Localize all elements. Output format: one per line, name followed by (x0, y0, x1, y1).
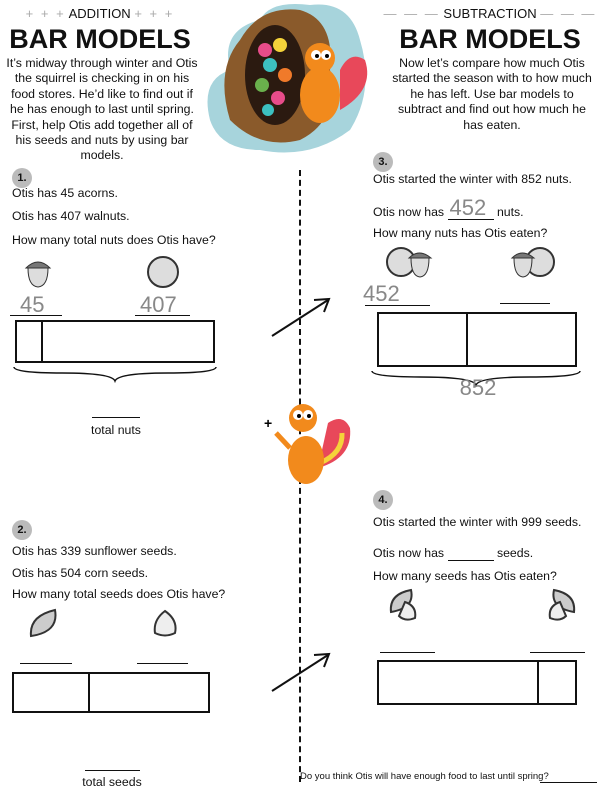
seeds-icon (389, 588, 417, 621)
subtraction-kicker: — — — SUBTRACTION — — — (380, 6, 600, 21)
remaining-nuts-value: 452 (449, 195, 487, 220)
plus-decoration: + + + (25, 6, 66, 21)
problem-1-badge: 1. (12, 168, 32, 188)
arrow-icon (271, 297, 331, 337)
problem-2-line: Otis has 339 sunflower seeds. (12, 544, 177, 558)
text: Otis now has (373, 546, 445, 560)
text: seeds. (496, 546, 534, 560)
minus-decoration: — — — (540, 6, 597, 21)
addition-title: BAR MODELS (9, 24, 191, 54)
remaining-value: 452 (363, 281, 400, 306)
addition-intro: It’s midway through winter and Otis the … (6, 56, 198, 163)
svg-text:+: + (264, 415, 272, 431)
answer-blank[interactable] (137, 663, 188, 664)
total-seeds-blank[interactable] (85, 770, 140, 771)
squirrel-tree-illustration (207, 4, 368, 153)
total-value: 852 (459, 375, 497, 400)
brace (13, 366, 217, 383)
problem-4-badge: 4. (373, 490, 393, 510)
answer-blank[interactable] (135, 315, 190, 316)
answer-blank[interactable] (500, 303, 550, 304)
nuts-icon (386, 247, 433, 278)
subtraction-intro: Now let’s compare how much Otis started … (392, 56, 592, 132)
problem-3-line: Otis started the winter with 852 nuts. (373, 172, 572, 186)
text: Otis now has (373, 205, 445, 219)
problem-3-line: Otis now has 452 nuts. (373, 195, 524, 220)
final-question: Do you think Otis will have enough food … (300, 771, 549, 782)
problem-4-line: Otis now has seeds. (373, 546, 533, 561)
subtraction-label: SUBTRACTION (443, 6, 537, 21)
answer-blank[interactable] (380, 652, 435, 653)
squirrel-illustration: + (264, 404, 351, 484)
problem-3-badge: 3. (373, 152, 393, 172)
bar-model-3 (377, 312, 577, 367)
answer-blank[interactable] (447, 546, 494, 561)
corn-seed-icon (153, 609, 177, 637)
bar-model-1 (15, 320, 215, 363)
answer-blank[interactable] (20, 663, 72, 664)
plus-decoration: + + + (134, 6, 175, 21)
brace (371, 370, 581, 387)
arrow-icon (271, 652, 331, 692)
sunflower-seed-icon (29, 608, 57, 638)
bar-model-2 (12, 672, 210, 713)
answer-blank[interactable] (530, 652, 585, 653)
problem-1-line: Otis has 45 acorns. (12, 186, 118, 200)
problem-1-line: Otis has 407 walnuts. (12, 209, 130, 223)
problem-2-badge: 2. (12, 520, 32, 540)
bar-model-4 (377, 660, 577, 705)
subtraction-title: BAR MODELS (399, 24, 581, 54)
problem-4-line: Otis started the winter with 999 seeds. (373, 515, 582, 529)
seeds-icon (548, 588, 576, 621)
acorn-icon (24, 261, 52, 288)
problem-1-line: How many total nuts does Otis have? (12, 233, 216, 247)
problem-4-line: How many seeds has Otis eaten? (373, 569, 557, 583)
nuts-icon (510, 247, 555, 278)
total-nuts-blank[interactable] (92, 417, 140, 418)
answer-blank[interactable] (10, 315, 62, 316)
total-nuts-label: total nuts (91, 423, 141, 437)
problem-2-line: Otis has 504 corn seeds. (12, 566, 149, 580)
final-answer-blank[interactable] (540, 782, 597, 783)
problem-3-line: How many nuts has Otis eaten? (373, 226, 548, 240)
walnut-icon (147, 256, 179, 288)
text: nuts. (496, 205, 524, 219)
problem-2-line: How many total seeds does Otis have? (12, 587, 226, 601)
addition-label: ADDITION (68, 6, 131, 21)
walnuts-value: 407 (140, 292, 177, 317)
acorns-value: 45 (20, 292, 45, 317)
answer-blank[interactable] (365, 305, 430, 306)
total-seeds-label: total seeds (82, 775, 142, 789)
addition-kicker: + + + ADDITION + + + (0, 6, 200, 21)
minus-decoration: — — — (383, 6, 440, 21)
